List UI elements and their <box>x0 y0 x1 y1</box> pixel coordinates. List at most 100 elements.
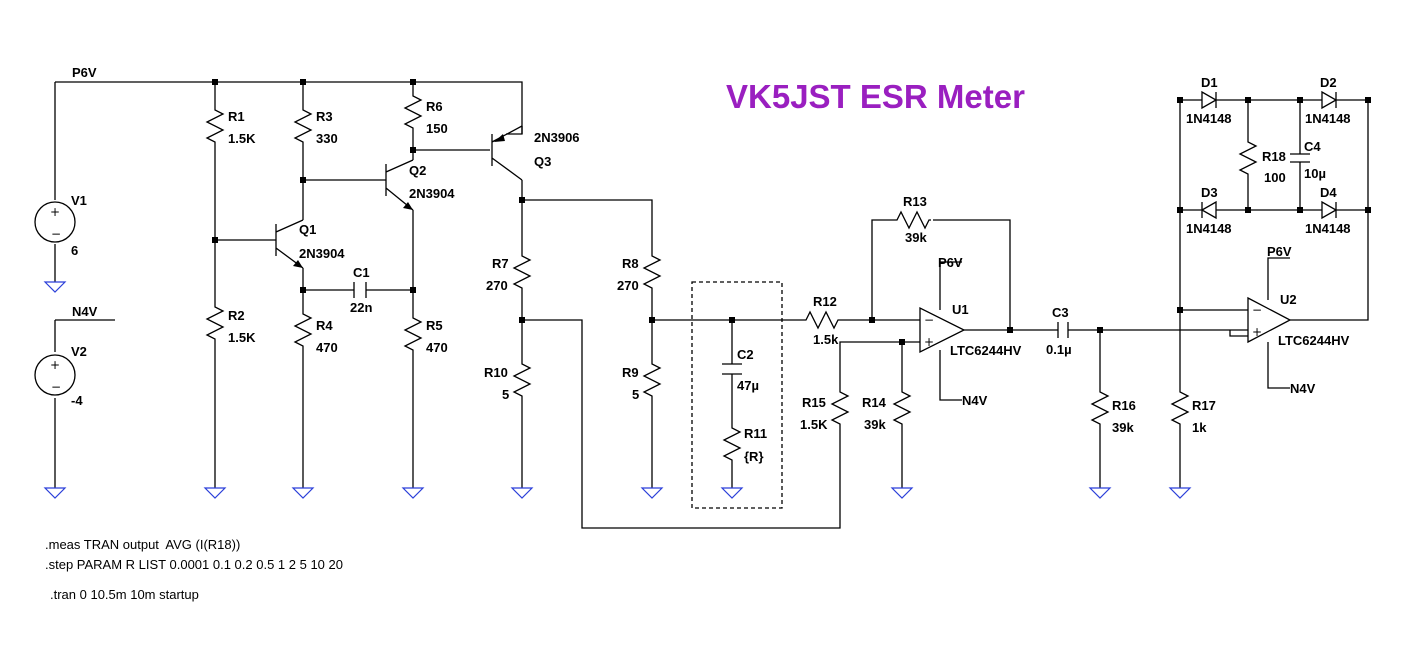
r12-value: 1.5k <box>813 332 839 347</box>
transistor-symbols <box>262 125 523 269</box>
q1-value: 2N3904 <box>299 246 345 261</box>
r5-value: 470 <box>426 340 448 355</box>
d4-value: 1N4148 <box>1305 221 1351 236</box>
resistor-r2 <box>205 303 225 347</box>
r3-ref: R3 <box>316 109 333 124</box>
r3-value: 330 <box>316 131 338 146</box>
transistor-q2 <box>372 159 414 211</box>
resistor-symbols <box>205 92 1258 468</box>
resistor-r7 <box>512 252 532 296</box>
r6-ref: R6 <box>426 99 443 114</box>
r17-ref: R17 <box>1192 398 1216 413</box>
capacitor-c3 <box>1057 322 1069 338</box>
r5-ref: R5 <box>426 318 443 333</box>
resistor-r15 <box>830 388 850 432</box>
spice-directive-step: .step PARAM R LIST 0.0001 0.1 0.2 0.5 1 … <box>45 557 343 572</box>
c3-value: 0.1µ <box>1046 342 1072 357</box>
capacitor-c1 <box>353 282 367 298</box>
voltage-source-v1 <box>34 201 76 243</box>
resistor-r12 <box>800 310 848 330</box>
resistor-r14 <box>892 388 912 432</box>
q3-value: 2N3906 <box>534 130 580 145</box>
v2-ref: V2 <box>71 344 87 359</box>
r8-value: 270 <box>617 278 639 293</box>
ground-icon <box>401 487 425 499</box>
v1-value: 6 <box>71 243 78 258</box>
resistor-r3 <box>293 106 313 150</box>
r16-value: 39k <box>1112 420 1134 435</box>
svg-text:+: + <box>1252 325 1262 339</box>
diode-symbols <box>1200 90 1338 220</box>
ground-icon <box>43 281 67 293</box>
resistor-r5 <box>403 314 423 358</box>
net-label-p6v: P6V <box>72 65 97 80</box>
transistor-q1 <box>262 219 304 269</box>
d2-ref: D2 <box>1320 75 1337 90</box>
d1-value: 1N4148 <box>1186 111 1232 126</box>
ground-icon <box>291 487 315 499</box>
u2-ref: U2 <box>1280 292 1297 307</box>
r15-ref: R15 <box>802 395 826 410</box>
capacitor-c2 <box>722 363 742 375</box>
diode-d3 <box>1200 200 1217 220</box>
svg-text:−: − <box>51 380 61 394</box>
c2-ref: C2 <box>737 347 754 362</box>
source-symbols: + − + − <box>34 201 76 396</box>
r15-value: 1.5K <box>800 417 828 432</box>
svg-text:+: + <box>50 358 60 372</box>
v1-ref: V1 <box>71 193 87 208</box>
resistor-r10 <box>512 360 532 404</box>
r2-ref: R2 <box>228 308 245 323</box>
r6-value: 150 <box>426 121 448 136</box>
resistor-r6 <box>403 92 423 136</box>
resistor-r1 <box>205 106 225 150</box>
svg-text:−: − <box>924 313 934 327</box>
net-label-p6v-u1: P6V <box>938 255 963 270</box>
r17-value: 1k <box>1192 420 1207 435</box>
r14-ref: R14 <box>862 395 887 410</box>
resistor-r9 <box>642 360 662 404</box>
svg-text:+: + <box>50 205 60 219</box>
r14-value: 39k <box>864 417 886 432</box>
svg-text:−: − <box>51 227 61 241</box>
u2-value: LTC6244HV <box>1278 333 1350 348</box>
transistor-q3 <box>491 125 523 181</box>
r16-ref: R16 <box>1112 398 1136 413</box>
capacitor-c4 <box>1290 153 1310 163</box>
opamp-u1 <box>919 306 966 354</box>
opamp-symbols: − + − + <box>919 296 1292 354</box>
ground-icon <box>1088 487 1112 499</box>
net-label-n4v-u1: N4V <box>962 393 988 408</box>
ground-icon <box>203 487 227 499</box>
r4-ref: R4 <box>316 318 333 333</box>
r7-ref: R7 <box>492 256 509 271</box>
schematic-title: VK5JST ESR Meter <box>726 78 1025 115</box>
r10-ref: R10 <box>484 365 508 380</box>
ground-icon <box>720 487 744 499</box>
voltage-source-v2 <box>34 354 76 396</box>
opamp-u2 <box>1247 296 1292 344</box>
r13-value: 39k <box>905 230 927 245</box>
ground-icon <box>43 487 67 499</box>
resistor-r16 <box>1090 388 1110 432</box>
c1-ref: C1 <box>353 265 370 280</box>
resistor-r17 <box>1170 388 1190 432</box>
c4-value: 10µ <box>1304 166 1326 181</box>
q2-value: 2N3904 <box>409 186 455 201</box>
d2-value: 1N4148 <box>1305 111 1351 126</box>
d1-ref: D1 <box>1201 75 1218 90</box>
q3-ref: Q3 <box>534 154 551 169</box>
ground-icon <box>890 487 914 499</box>
resistor-r18 <box>1238 138 1258 182</box>
c3-ref: C3 <box>1052 305 1069 320</box>
r18-ref: R18 <box>1262 149 1286 164</box>
r1-ref: R1 <box>228 109 245 124</box>
capacitor-symbols <box>353 153 1310 375</box>
c4-ref: C4 <box>1304 139 1321 154</box>
r7-value: 270 <box>486 278 508 293</box>
wires <box>54 81 1369 529</box>
r4-value: 470 <box>316 340 338 355</box>
d3-ref: D3 <box>1201 185 1218 200</box>
